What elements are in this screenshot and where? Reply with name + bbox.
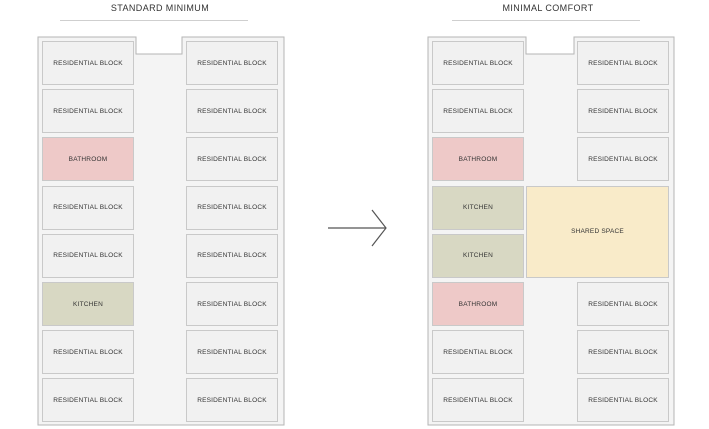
residential-room: RESIDENTIAL BLOCK [432,41,524,85]
residential-room: RESIDENTIAL BLOCK [186,282,278,326]
kitchen-room: KITCHEN [42,282,134,326]
building-outline-path [37,36,285,426]
residential-room: RESIDENTIAL BLOCK [577,330,669,375]
residential-room: RESIDENTIAL BLOCK [577,41,669,85]
kitchen-room: KITCHEN [432,185,524,230]
kitchen-room: KITCHEN [432,233,524,278]
residential-room: RESIDENTIAL BLOCK [186,378,278,423]
residential-room: RESIDENTIAL BLOCK [42,89,134,134]
residential-room: RESIDENTIAL BLOCK [186,89,278,134]
title-underline [452,20,640,21]
residential-room: RESIDENTIAL BLOCK [186,233,278,278]
residential-room: RESIDENTIAL BLOCK [42,330,134,375]
bathroom-room: BATHROOM [432,282,524,326]
residential-room: RESIDENTIAL BLOCK [42,41,134,85]
shared-room: SHARED SPACE [526,185,669,278]
bathroom-room: BATHROOM [432,137,524,182]
residential-room: RESIDENTIAL BLOCK [42,378,134,423]
residential-room: RESIDENTIAL BLOCK [577,137,669,182]
transition-arrow-icon [328,209,387,247]
residential-room: RESIDENTIAL BLOCK [577,378,669,423]
residential-room: RESIDENTIAL BLOCK [186,330,278,375]
residential-room: RESIDENTIAL BLOCK [186,137,278,182]
residential-room: RESIDENTIAL BLOCK [577,89,669,134]
residential-room: RESIDENTIAL BLOCK [432,378,524,423]
residential-room: RESIDENTIAL BLOCK [577,282,669,326]
bathroom-room: BATHROOM [42,137,134,182]
diagram-title-standard-minimum: STANDARD MINIMUM [110,3,210,13]
residential-room: RESIDENTIAL BLOCK [186,185,278,230]
diagram-title-minimal-comfort: MINIMAL COMFORT [502,3,594,13]
residential-room: RESIDENTIAL BLOCK [432,330,524,375]
title-underline [60,20,248,21]
residential-room: RESIDENTIAL BLOCK [42,233,134,278]
arrow-head [371,209,387,247]
residential-room: RESIDENTIAL BLOCK [186,41,278,85]
residential-room: RESIDENTIAL BLOCK [42,185,134,230]
residential-room: RESIDENTIAL BLOCK [432,89,524,134]
